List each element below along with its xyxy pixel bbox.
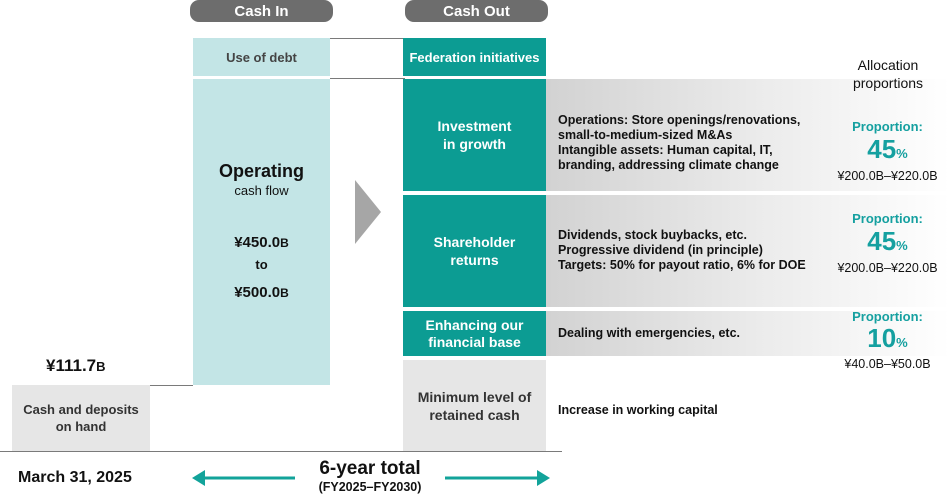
shareholder-box: Shareholder returns: [403, 195, 546, 307]
shareholder-desc-band: Dividends, stock buybacks, etc. Progress…: [546, 195, 950, 307]
financial-description: Dealing with emergencies, etc.: [558, 326, 741, 340]
financial-proportion-range: ¥40.0B–¥50.0B: [844, 357, 931, 371]
shareholder-proportion: Proportion: 45% ¥200.0B–¥220.0B: [825, 211, 950, 275]
investment-proportion-value: 45%: [867, 134, 908, 164]
amount-to: to: [255, 257, 268, 272]
financial-proportion: Proportion: 10% ¥40.0B–¥50.0B: [825, 309, 950, 371]
shareholder-proportion-range: ¥200.0B–¥220.0B: [837, 261, 938, 275]
retained-cash-box: Minimum level of retained cash: [403, 360, 546, 451]
shareholder-proportion-value: 45%: [867, 226, 908, 256]
investment-desc-band: Operations: Store openings/renovations, …: [546, 79, 950, 191]
cash-out-header: Cash Out: [405, 0, 548, 22]
financial-proportion-value: 10%: [867, 323, 908, 353]
retained-label-2: retained cash: [429, 406, 520, 423]
amount-low: ¥450.0B: [234, 234, 289, 251]
investment-label-1: Investment: [437, 118, 512, 134]
shareholder-label-1: Shareholder: [433, 234, 516, 250]
shareholder-proportion-label: Proportion:: [852, 211, 923, 226]
baseline: [0, 451, 562, 452]
financial-label-1: Enhancing our: [425, 316, 524, 333]
cash-on-hand-box: Cash and deposits on hand: [12, 385, 150, 451]
period-label: 6-year total (FY2025–FY2030): [295, 457, 445, 495]
investment-label-2: in growth: [443, 136, 506, 152]
financial-base-box: Enhancing our financial base: [403, 311, 546, 356]
period-subtitle: (FY2025–FY2030): [318, 480, 422, 494]
shareholder-label-2: returns: [450, 252, 499, 268]
retained-description: Increase in working capital: [558, 403, 718, 417]
flow-arrow-icon: [355, 180, 381, 244]
allocation-header: Allocation proportions: [852, 57, 924, 91]
investment-proportion-range: ¥200.0B–¥220.0B: [837, 169, 938, 183]
period-title: 6-year total: [319, 458, 421, 479]
use-of-debt-label: Use of debt: [226, 49, 297, 65]
retained-label-1: Minimum level of: [417, 388, 532, 405]
investment-description: Operations: Store openings/renovations, …: [558, 113, 801, 172]
shareholder-description: Dividends, stock buybacks, etc. Progress…: [558, 228, 806, 272]
operating-title: Operating: [218, 161, 304, 181]
operating-cash-flow-box: Operating cash flow ¥450.0B to ¥500.0B: [193, 79, 330, 385]
date-label: March 31, 2025: [18, 469, 132, 486]
cash-on-hand-amount: ¥111.7B: [46, 356, 106, 375]
financial-proportion-label: Proportion:: [852, 309, 923, 324]
investment-proportion: Proportion: 45% ¥200.0B–¥220.0B: [825, 119, 950, 183]
cash-in-header: Cash In: [190, 0, 333, 22]
cash-on-hand-label-1: Cash and deposits: [23, 402, 139, 417]
investment-proportion-label: Proportion:: [852, 119, 923, 134]
cash-on-hand-label-2: on hand: [55, 419, 107, 434]
financial-label-2: financial base: [428, 333, 521, 350]
connector-line-mid: [330, 78, 405, 79]
operating-subtitle: cash flow: [234, 183, 289, 198]
amount-high: ¥500.0B: [234, 284, 289, 301]
financial-desc-band: Dealing with emergencies, etc.: [546, 311, 950, 356]
use-of-debt-box: Use of debt: [193, 38, 330, 76]
investment-box: Investment in growth: [403, 79, 546, 191]
federation-label: Federation initiatives: [409, 49, 540, 65]
connector-line-top: [330, 38, 405, 39]
connector-line-cash: [150, 385, 193, 386]
federation-box: Federation initiatives: [403, 38, 546, 76]
